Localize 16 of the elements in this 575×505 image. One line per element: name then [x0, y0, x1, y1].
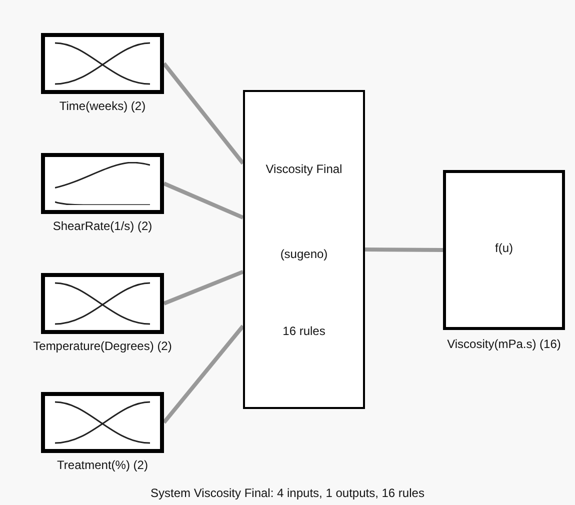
variable-label: Temperature(Degrees) (2) [32, 339, 173, 353]
variable-label: Time(weeks) (2) [58, 99, 147, 113]
variable-label: Viscosity(mPa.s) (16) [446, 337, 562, 351]
rule-count: 16 rules [282, 324, 326, 338]
function-label: f(u) [494, 241, 514, 255]
variable-label: Treatment(%) (2) [56, 458, 149, 472]
connector-line [162, 324, 245, 424]
connector-line [364, 248, 444, 252]
connector-line [163, 270, 244, 306]
caption: System Viscosity Final: 4 inputs, 1 outputs, 16 rules [150, 486, 426, 500]
connector-line [163, 182, 244, 220]
system-box [243, 90, 365, 409]
connector-line [162, 62, 245, 165]
variable-label: ShearRate(1/s) (2) [52, 219, 154, 233]
system-type: (sugeno) [279, 247, 329, 261]
system-name: Viscosity Final [264, 162, 344, 176]
